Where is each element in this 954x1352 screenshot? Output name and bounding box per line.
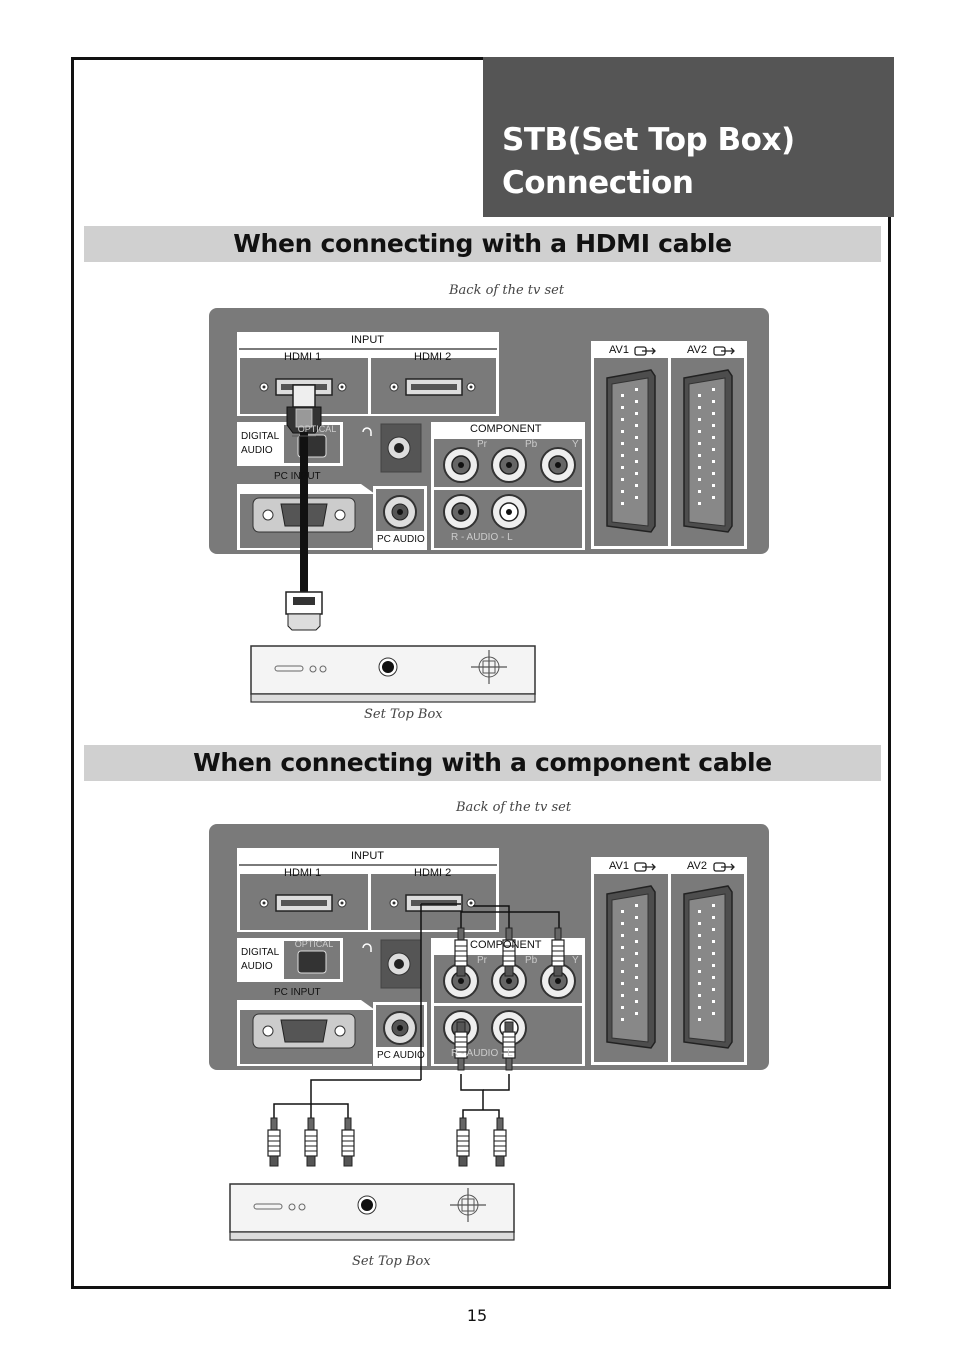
label-digital-audio: DIGITAL AUDIO	[241, 946, 279, 974]
label-y: Y	[572, 439, 579, 450]
caption-set-top-box-2: Set Top Box	[352, 1254, 431, 1269]
label-r-audio-l: R - AUDIO - L	[451, 532, 513, 543]
optical-port[interactable]: OPTICAL	[294, 939, 334, 949]
label-input: INPUT	[351, 850, 384, 862]
panel-2-labels: INPUT HDMI 1 HDMI 2 DIGITAL AUDIO OPTICA…	[209, 824, 769, 1070]
title-banner: STB(Set Top Box) Connection	[483, 57, 894, 217]
label-y: Y	[572, 955, 579, 966]
caption-back-of-tv-1: Back of the tv set	[449, 283, 565, 298]
hdmi-cable	[285, 384, 323, 631]
label-pr: Pr	[477, 955, 487, 966]
label-component: COMPONENT	[470, 423, 542, 435]
label-pc-audio: PC AUDIO	[377, 534, 425, 545]
label-pb: Pb	[525, 439, 538, 450]
av1-port[interactable]: AV1	[609, 860, 629, 872]
label-pb: Pb	[525, 955, 538, 966]
page-title-line-1: STB(Set Top Box)	[502, 122, 795, 158]
av1-port[interactable]: AV1	[609, 344, 629, 356]
label-digital: DIGITAL	[241, 431, 280, 442]
hdmi2-port[interactable]: HDMI 2	[414, 867, 452, 879]
section-heading-component: When connecting with a component cable	[84, 745, 881, 781]
section-heading-hdmi: When connecting with a HDMI cable	[84, 226, 881, 262]
av2-port[interactable]: AV2	[687, 344, 707, 356]
label-digital-audio: DIGITAL AUDIO	[241, 430, 279, 458]
optical-port[interactable]: OPTICAL	[297, 424, 337, 434]
set-top-box-2	[229, 1183, 515, 1241]
label-audio: AUDIO	[241, 961, 273, 972]
hdmi1-port[interactable]: HDMI 1	[284, 351, 322, 363]
label-pr: Pr	[477, 439, 487, 450]
caption-set-top-box-1: Set Top Box	[364, 707, 443, 722]
label-pc-input: PC INPUT	[274, 987, 321, 998]
label-component: COMPONENT	[470, 939, 542, 951]
label-pc-audio: PC AUDIO	[377, 1050, 425, 1061]
label-pc-input: PC INPUT	[274, 471, 321, 482]
label-input: INPUT	[351, 334, 384, 346]
hdmi2-port[interactable]: HDMI 2	[414, 351, 452, 363]
page-title: STB(Set Top Box) Connection	[502, 119, 795, 205]
hdmi1-port[interactable]: HDMI 1	[284, 867, 322, 879]
caption-back-of-tv-2: Back of the tv set	[456, 800, 572, 815]
component-cables	[273, 903, 560, 1126]
page-title-line-2: Connection	[502, 165, 694, 201]
label-audio: AUDIO	[241, 445, 273, 456]
set-top-box-1	[250, 645, 536, 703]
label-digital: DIGITAL	[241, 947, 280, 958]
page-frame	[71, 57, 891, 1289]
av2-port[interactable]: AV2	[687, 860, 707, 872]
page-number: 15	[466, 1306, 488, 1325]
panel-1-labels: INPUT HDMI 1 HDMI 2 DIGITAL AUDIO OPTICA…	[209, 308, 769, 554]
label-r-audio-l: R - AUDIO - L	[451, 1048, 513, 1059]
